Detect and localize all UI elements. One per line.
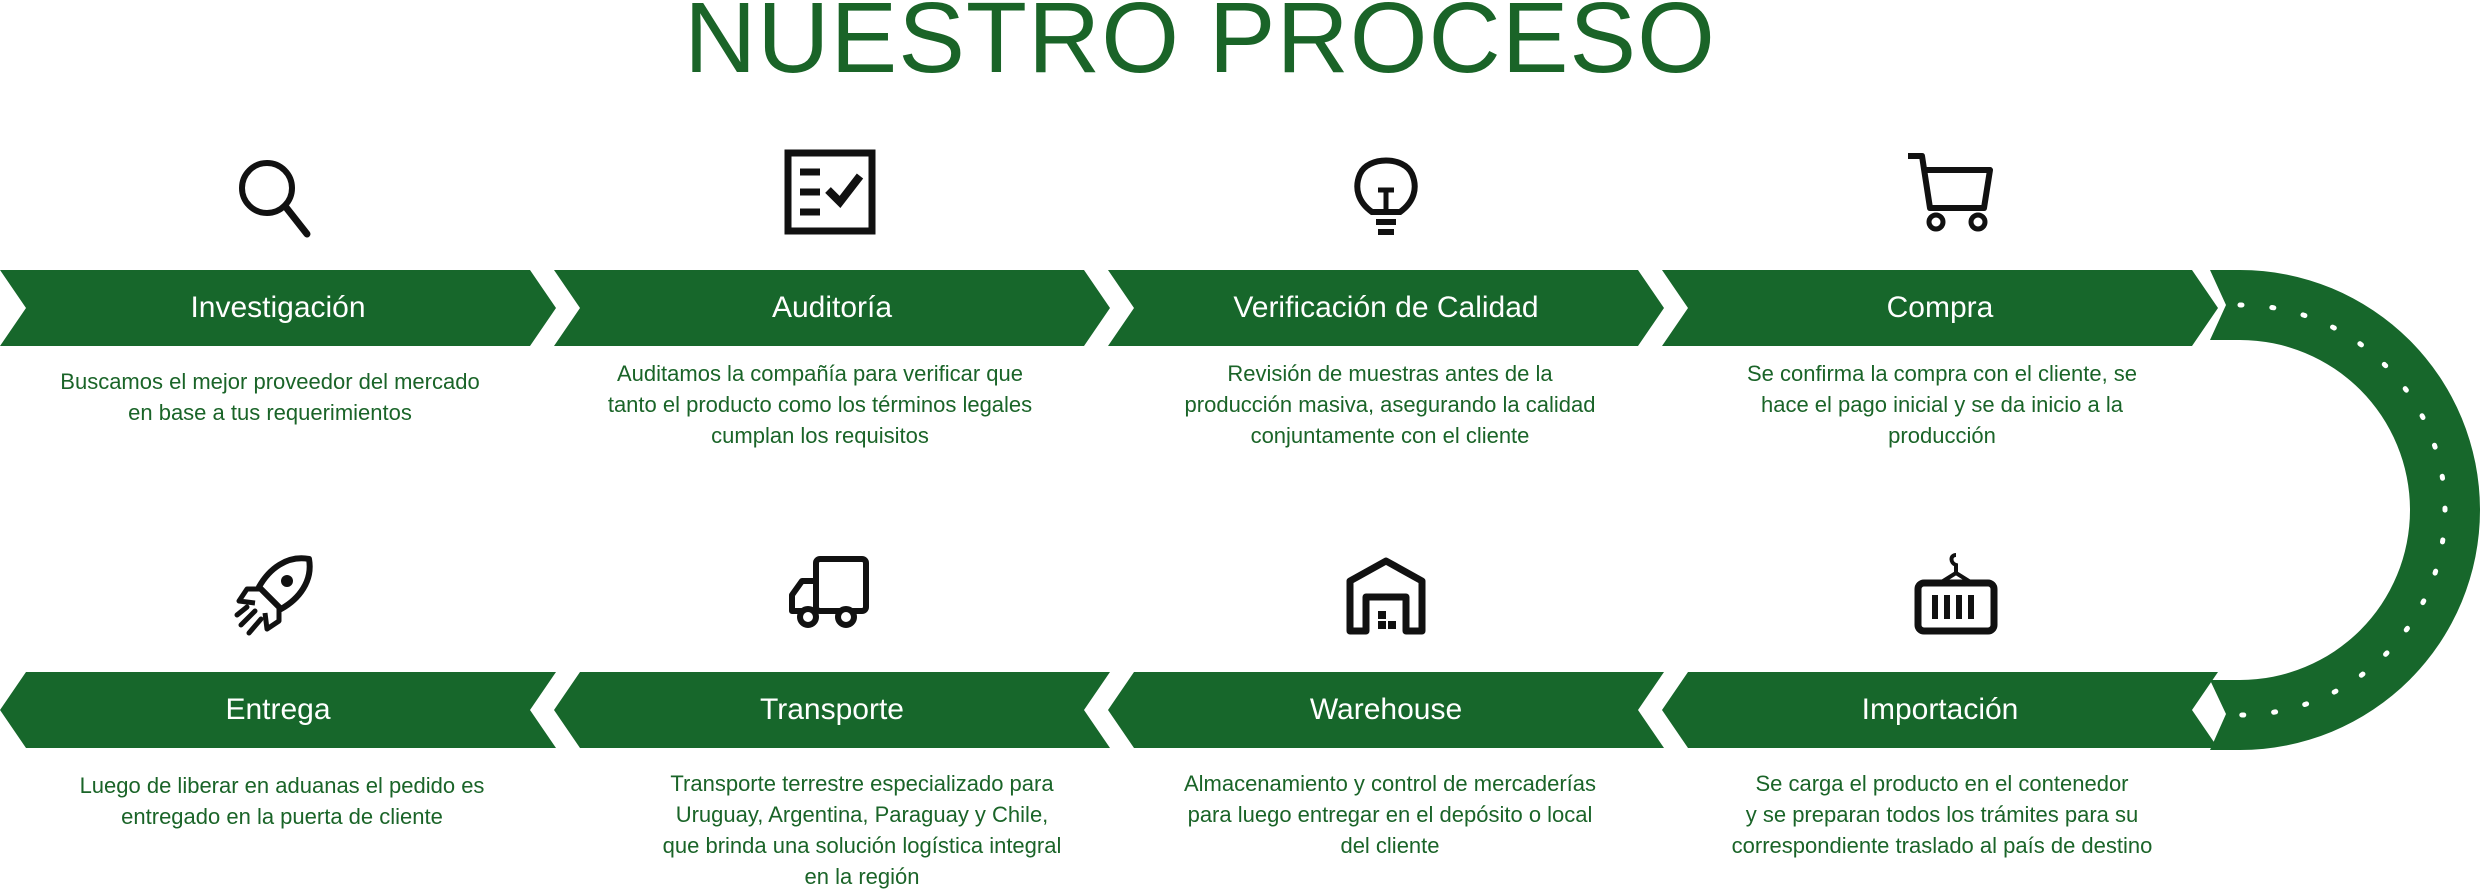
- step-compra-description: Se confirma la compra con el cliente, se…: [1702, 358, 2182, 451]
- step-transporte-banner: Transporte: [554, 672, 1110, 748]
- step-auditoria-description: Auditamos la compañía para verificar que…: [580, 358, 1060, 451]
- step-warehouse-banner: Warehouse: [1108, 672, 1664, 748]
- step-auditoria-banner: Auditoría: [554, 270, 1110, 346]
- lightbulb-icon: [1336, 148, 1436, 248]
- step-investigacion-description: Buscamos el mejor proveedor del mercado …: [30, 366, 510, 428]
- container-icon: [1906, 545, 2006, 645]
- desc-line: entregado en la puerta de cliente: [121, 804, 443, 829]
- desc-line: Luego de liberar en aduanas el pedido es: [79, 773, 485, 798]
- truck-icon: [780, 545, 880, 645]
- step-label: Investigación: [190, 291, 366, 324]
- search-icon: [225, 148, 325, 248]
- step-label: Auditoría: [771, 291, 893, 324]
- desc-line: tanto el producto como los términos lega…: [607, 392, 1033, 417]
- step-warehouse-description: Almacenamiento y control de mercaderías …: [1150, 768, 1630, 861]
- step-importacion-description: Se carga el producto en el contenedor y …: [1702, 768, 2182, 861]
- desc-line: Se carga el producto en el contenedor: [1755, 771, 2129, 796]
- checklist-icon: [780, 148, 880, 248]
- step-importacion-banner: Importación: [1662, 672, 2218, 748]
- rocket-icon: [225, 545, 325, 645]
- page-title: NUESTRO PROCESO: [684, 0, 1716, 94]
- desc-line: Se confirma la compra con el cliente, se: [1746, 361, 2138, 386]
- cart-icon: [1900, 148, 2000, 248]
- step-verificacion-description: Revisión de muestras antes de la producc…: [1150, 358, 1630, 451]
- desc-line: del cliente: [1340, 833, 1440, 858]
- desc-line: Uruguay, Argentina, Paraguay y Chile,: [675, 802, 1049, 827]
- step-label: Verificación de Calidad: [1233, 291, 1539, 324]
- step-label: Compra: [1886, 291, 1994, 324]
- desc-line: Buscamos el mejor proveedor del mercado: [60, 369, 480, 394]
- desc-line: en base a tus requerimientos: [128, 400, 412, 425]
- desc-line: para luego entregar en el depósito o loc…: [1187, 802, 1593, 827]
- desc-line: en la región: [804, 864, 920, 889]
- desc-line: Revisión de muestras antes de la: [1227, 361, 1553, 386]
- desc-line: Auditamos la compañía para verificar que: [617, 361, 1023, 386]
- step-label: Entrega: [225, 693, 331, 726]
- step-entrega-banner: Entrega: [0, 672, 556, 748]
- step-label: Warehouse: [1309, 693, 1463, 726]
- process-curve: [2210, 270, 2480, 750]
- desc-line: producción: [1888, 423, 1996, 448]
- desc-line: correspondiente traslado al país de dest…: [1731, 833, 2153, 858]
- desc-line: y se preparan todos los trámites para su: [1745, 802, 2139, 827]
- step-label: Transporte: [760, 693, 904, 726]
- desc-line: conjuntamente con el cliente: [1250, 423, 1530, 448]
- desc-line: producción masiva, asegurando la calidad: [1184, 392, 1596, 417]
- desc-line: Almacenamiento y control de mercaderías: [1183, 771, 1597, 796]
- step-entrega-description: Luego de liberar en aduanas el pedido es…: [42, 770, 522, 832]
- step-verificacion-banner: Verificación de Calidad: [1108, 270, 1664, 346]
- step-label: Importación: [1861, 693, 2019, 726]
- desc-line: cumplan los requisitos: [711, 423, 929, 448]
- desc-line: Transporte terrestre especializado para: [670, 771, 1054, 796]
- desc-line: hace el pago inicial y se da inicio a la: [1760, 392, 2123, 417]
- step-compra-banner: Compra: [1662, 270, 2218, 346]
- desc-line: que brinda una solución logística integr…: [662, 833, 1062, 858]
- step-investigacion-banner: Investigación: [0, 270, 556, 346]
- warehouse-icon: [1336, 545, 1436, 645]
- step-transporte-description: Transporte terrestre especializado para …: [622, 768, 1102, 892]
